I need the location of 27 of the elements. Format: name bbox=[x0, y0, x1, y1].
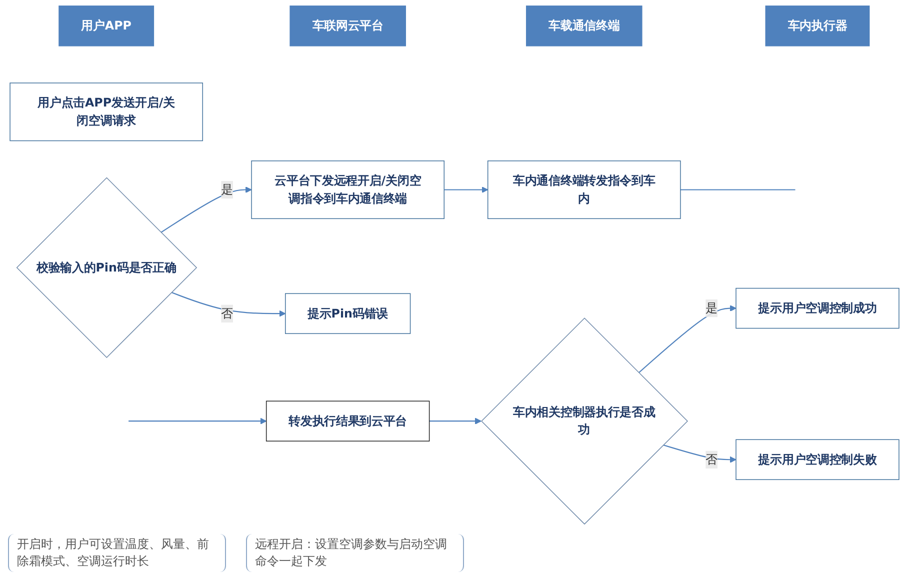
arrow bbox=[128, 418, 267, 424]
node-box: 提示用户空调控制失败 bbox=[736, 439, 900, 480]
arrow bbox=[171, 292, 286, 317]
edge-label: 否 bbox=[221, 306, 234, 320]
node-box: 提示Pin码错误 bbox=[285, 293, 411, 334]
node-box: 车联网云平台 bbox=[290, 6, 406, 46]
node-box: 车内执行器 bbox=[765, 6, 870, 46]
arrow bbox=[663, 444, 736, 463]
edge-label: 是 bbox=[221, 182, 234, 196]
node-box: 转发执行结果到云平台 bbox=[266, 400, 430, 442]
edge-label: 是 bbox=[706, 300, 718, 315]
arrow bbox=[638, 305, 736, 374]
note-text: 开启时，用户可设置温度、风量、前除霜模式、空调运行时长 bbox=[8, 534, 226, 572]
connector bbox=[680, 189, 796, 190]
node-box: 提示用户空调控制成功 bbox=[736, 288, 900, 329]
node-box: 云平台下发远程开启/关闭空调指令到车内通信终端 bbox=[251, 160, 444, 220]
node-diamond: 车内相关控制器执行是否成功 bbox=[481, 318, 688, 525]
node-diamond: 校验输入的Pin码是否正确 bbox=[16, 177, 198, 358]
arrow bbox=[444, 186, 488, 194]
arrow bbox=[429, 418, 482, 424]
note-text: 远程开启：设置空调参数与启动空调命令一起下发 bbox=[246, 534, 464, 572]
node-box: 车内通信终端转发指令到车内 bbox=[487, 160, 681, 220]
edge-label: 否 bbox=[706, 452, 718, 466]
arrow bbox=[160, 186, 252, 233]
node-box: 用户点击APP发送开启/关闭空调请求 bbox=[10, 82, 203, 142]
node-box: 用户APP bbox=[58, 6, 154, 46]
node-box: 车载通信终端 bbox=[526, 6, 642, 46]
